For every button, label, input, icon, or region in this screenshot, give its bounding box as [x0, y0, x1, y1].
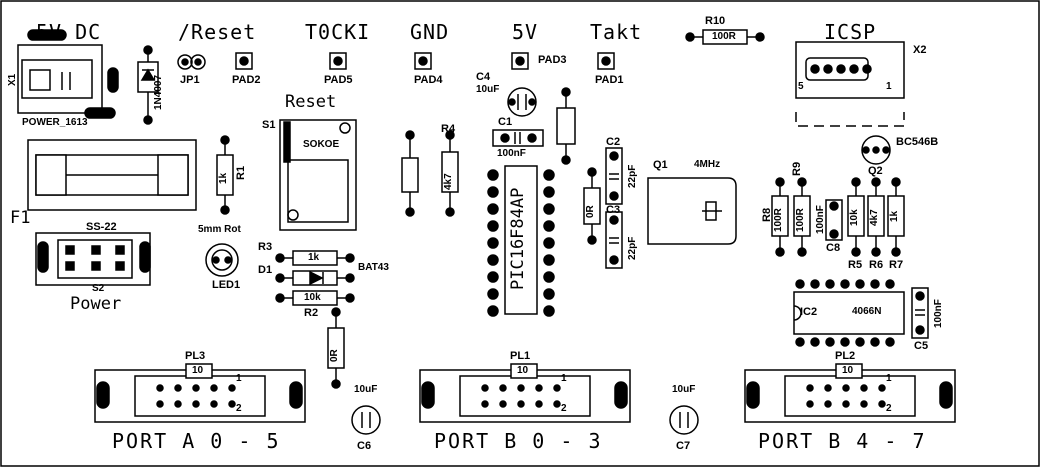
label-r6-value: 4k7 [869, 209, 880, 226]
label-r7-value: 1k [889, 210, 900, 222]
label-r3-value: 1k [308, 252, 320, 263]
label-r3: R3 [258, 241, 273, 253]
label-r4-value: 4k7 [443, 173, 454, 190]
label-pl3-pin10: 10 [192, 365, 204, 376]
label-r8: R8 [761, 207, 773, 222]
label-pl1-pin2: 2 [561, 403, 567, 414]
label-pl2: PL2 [835, 350, 856, 362]
header-reset: /Reset [178, 20, 257, 44]
label-c1-value: 100nF [497, 148, 526, 159]
label-jp1: JP1 [180, 74, 200, 86]
label-c2-value: 22pF [627, 164, 638, 188]
label-r10: R10 [705, 15, 726, 27]
label-f1: F1 [10, 208, 31, 228]
label-pl2-pin10: 10 [842, 365, 854, 376]
label-c5: C5 [914, 340, 929, 352]
label-r4: R4 [441, 123, 456, 135]
label-pad4: PAD4 [414, 74, 443, 86]
label-pad2: PAD2 [232, 74, 261, 86]
label-r9: R9 [791, 161, 803, 176]
label-c6: C6 [357, 440, 372, 452]
label-c3-value: 22pF [627, 236, 638, 260]
label-ss22: SS-22 [86, 221, 117, 233]
label-r10-value: 100R [712, 31, 736, 42]
label-led-desc: 5mm Rot [198, 224, 241, 235]
label-c8-value: 100nF [815, 205, 826, 234]
label-x1: X1 [7, 73, 18, 86]
label-pl3: PL3 [185, 350, 206, 362]
label-reset: Reset [285, 92, 337, 112]
label-r1-value: 1k [218, 172, 229, 184]
label-c8: C8 [826, 242, 841, 254]
label-d1: D1 [258, 264, 273, 276]
label-c6-value: 10uF [354, 384, 378, 395]
label-c3: C3 [606, 204, 621, 216]
label-r8-value: 100R [773, 208, 784, 232]
label-port-a: PORT A 0 - 5 [112, 429, 281, 453]
label-r6: R6 [869, 259, 884, 271]
label-r2: R2 [304, 307, 319, 319]
label-0r-bottom: 0R [329, 349, 340, 362]
label-x2: X2 [913, 44, 927, 56]
label-s2: S2 [92, 283, 105, 294]
label-r7: R7 [889, 259, 904, 271]
header-tocki: T0CKI [305, 20, 371, 44]
label-pl2-pin1: 1 [886, 373, 892, 384]
label-r5-value: 10k [849, 209, 860, 226]
label-c4-value: 10uF [476, 84, 500, 95]
label-pl1-pin10: 10 [517, 365, 529, 376]
label-bc546b: BC546B [896, 136, 939, 148]
label-pic: PIC16F84AP [508, 187, 528, 290]
label-r5: R5 [848, 259, 863, 271]
label-c7-value: 10uF [672, 384, 696, 395]
label-pl3-pin2: 2 [236, 403, 242, 414]
label-port-b-4-7: PORT B 4 - 7 [758, 429, 927, 453]
label-c1: C1 [498, 116, 513, 128]
label-1n4007: 1N4007 [153, 74, 164, 110]
power-jack-body [17, 44, 103, 114]
label-r1: R1 [235, 165, 247, 180]
label-led1: LED1 [212, 279, 241, 291]
label-pad3: PAD3 [538, 54, 567, 66]
label-pl1: PL1 [510, 350, 531, 362]
label-r9-value: 100R [795, 208, 806, 232]
label-q2: Q2 [868, 165, 883, 177]
label-c2: C2 [606, 136, 621, 148]
label-icsp-pin1: 1 [886, 81, 892, 92]
label-sokoe: SOKOE [303, 139, 340, 150]
label-pl1-pin1: 1 [561, 373, 567, 384]
label-0r-crystal: 0R [585, 205, 596, 218]
label-icsp-pin5: 5 [798, 81, 804, 92]
label-bat43: BAT43 [358, 262, 389, 273]
label-pl3-pin1: 1 [236, 373, 242, 384]
label-power: Power [70, 294, 122, 314]
header-gnd: GND [410, 20, 450, 44]
label-q1-value: 4MHz [694, 159, 721, 170]
header-icsp: ICSP [824, 20, 877, 44]
label-port-b-0-3: PORT B 0 - 3 [434, 429, 603, 453]
label-pl2-pin2: 2 [886, 403, 892, 414]
label-ic2-value: 4066N [852, 306, 882, 317]
label-c4: C4 [476, 71, 491, 83]
header-5v: 5V [512, 20, 539, 44]
label-power-1613: POWER_1613 [22, 117, 88, 128]
label-q1: Q1 [653, 159, 668, 171]
label-ic2: IC2 [800, 306, 818, 318]
label-pad5: PAD5 [324, 74, 353, 86]
header-5v-dc: 5V DC [36, 20, 102, 44]
label-pad1: PAD1 [595, 74, 624, 86]
header-takt: Takt [590, 20, 643, 44]
label-r2-value: 10k [304, 292, 321, 303]
label-s1: S1 [262, 119, 276, 131]
label-c7: C7 [676, 440, 691, 452]
label-c5-value: 100nF [933, 299, 944, 328]
